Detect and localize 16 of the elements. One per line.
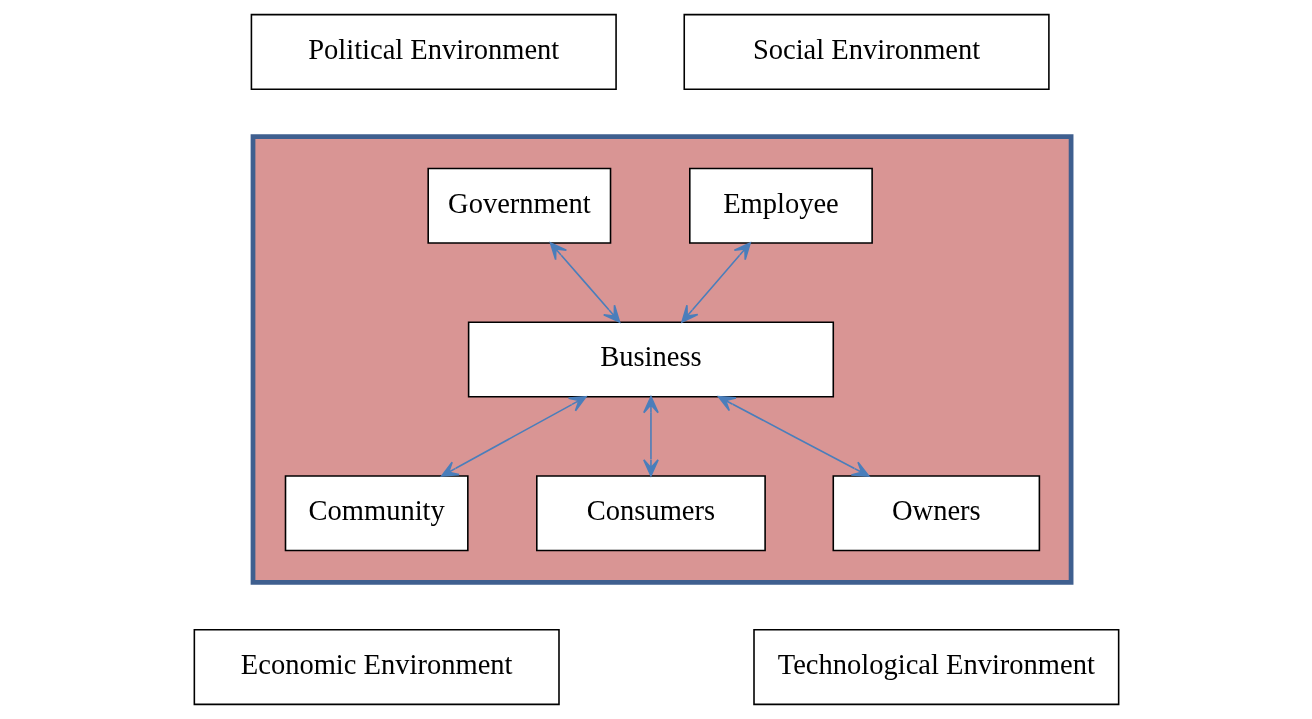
node-box: Social Environment bbox=[682, 13, 1050, 90]
node-box: Employee bbox=[688, 167, 873, 244]
node-box: Economic Environment bbox=[193, 629, 560, 706]
cluster bbox=[250, 134, 1073, 585]
arrow bbox=[549, 242, 620, 323]
node-box: Political Environment bbox=[250, 13, 617, 90]
node-box: Community bbox=[284, 475, 469, 552]
node-box: Consumers bbox=[535, 475, 766, 552]
node-box: Business bbox=[467, 321, 834, 398]
node-box: Owners bbox=[832, 475, 1040, 552]
arrow bbox=[642, 395, 659, 477]
arrow bbox=[717, 395, 869, 477]
arrow bbox=[680, 242, 751, 323]
arrow bbox=[440, 395, 587, 477]
node-box: Technological Environment bbox=[752, 629, 1119, 706]
node-box: Government bbox=[426, 167, 611, 244]
